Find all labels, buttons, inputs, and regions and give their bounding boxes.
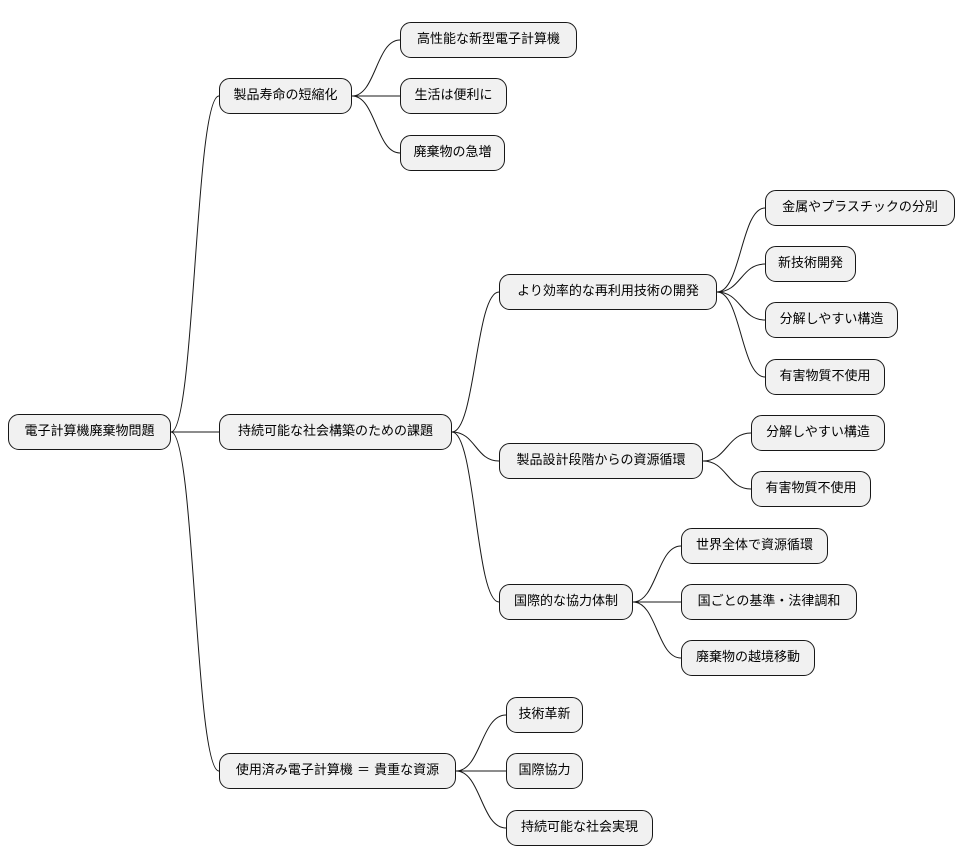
connector-line <box>351 39 401 97</box>
leaf-node: 持続可能な社会実現 <box>506 810 653 846</box>
subbranch-node-recycling-tech: より効率的な再利用技術の開発 <box>499 274 717 310</box>
connector-line <box>702 432 752 462</box>
connector-line <box>451 431 500 462</box>
leaf-node: 廃棄物の越境移動 <box>681 640 815 676</box>
branch-node-sustainable-society: 持続可能な社会構築のための課題 <box>219 414 452 450</box>
connector-line <box>455 714 507 772</box>
leaf-node: 世界全体で資源循環 <box>681 528 828 564</box>
leaf-node: 国ごとの基準・法律調和 <box>681 584 857 620</box>
leaf-node: 金属やプラスチックの分別 <box>765 190 955 226</box>
connector-line <box>716 291 766 321</box>
connector-line <box>351 95 401 154</box>
leaf-node: 生活は便利に <box>400 78 507 114</box>
connector-line <box>716 263 766 293</box>
branch-node-product-lifespan: 製品寿命の短縮化 <box>219 78 352 114</box>
leaf-node: 廃棄物の急増 <box>400 135 505 171</box>
root-node: 電子計算機廃棄物問題 <box>8 414 171 450</box>
subbranch-node-international-cooperation: 国際的な協力体制 <box>499 584 633 620</box>
leaf-node: 有害物質不使用 <box>765 359 885 395</box>
connector-line <box>451 431 500 603</box>
leaf-node: 技術革新 <box>506 697 583 733</box>
connector-line <box>632 601 682 659</box>
connector-line <box>451 291 500 433</box>
connector-line <box>716 291 766 378</box>
connector-line <box>170 95 220 433</box>
subbranch-node-design-circulation: 製品設計段階からの資源循環 <box>499 443 703 479</box>
leaf-node: 高性能な新型電子計算機 <box>400 22 577 58</box>
connector-line <box>170 431 220 772</box>
leaf-node: 分解しやすい構造 <box>765 302 898 338</box>
leaf-node: 新技術開発 <box>765 246 856 282</box>
connector-line <box>632 545 682 603</box>
connector-line <box>716 207 766 293</box>
branch-node-used-computers-resource: 使用済み電子計算機 ＝ 貴重な資源 <box>219 753 456 789</box>
leaf-node: 国際協力 <box>506 753 583 789</box>
connector-line <box>702 460 752 490</box>
leaf-node: 有害物質不使用 <box>751 471 871 507</box>
connector-line <box>455 770 507 829</box>
leaf-node: 分解しやすい構造 <box>751 415 885 451</box>
